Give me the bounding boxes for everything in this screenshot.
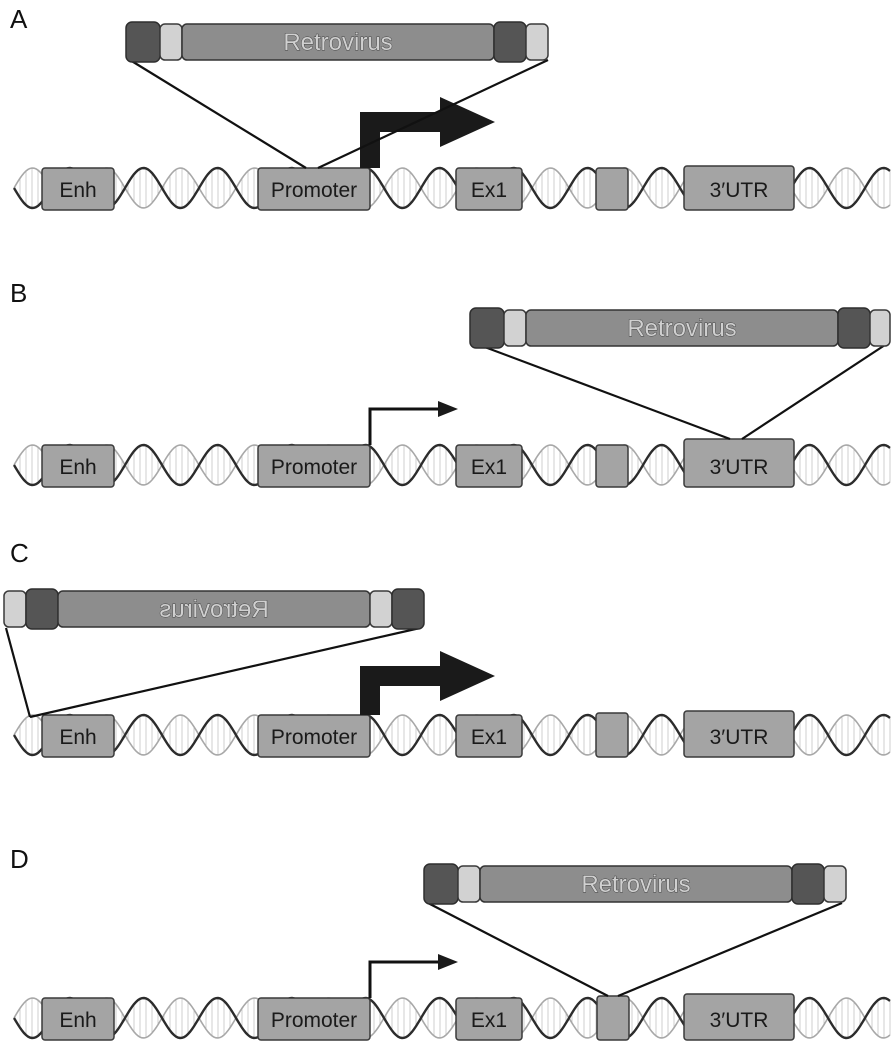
panel-a: A Enh Promoter Ex1 3′UTR	[10, 4, 891, 211]
panel-c: C Enh Promoter Ex1 3′UTR	[3, 538, 891, 758]
enhancer-label: Enh	[59, 179, 96, 202]
gene-promoter: Promoter	[257, 997, 371, 1041]
retrovirus-label: Retrovirus	[283, 29, 392, 56]
gene-utr: 3′UTR	[683, 710, 795, 758]
gene-utr: 3′UTR	[683, 165, 795, 211]
gene-enhancer: Enh	[41, 997, 115, 1041]
panel-d: D Enh Promoter Ex1 3′UTR	[10, 844, 891, 1041]
insertion-line	[129, 59, 307, 169]
enhancer-label: Enh	[59, 1009, 96, 1032]
transcription-arrow	[368, 954, 458, 998]
exon1-label: Ex1	[471, 179, 507, 202]
gene-exon2	[596, 995, 630, 1041]
retrovirus-label: Retrovirus	[581, 871, 690, 898]
transcription-arrow-strong	[360, 97, 495, 168]
insertion-line	[741, 342, 889, 440]
gene-exon1: Ex1	[455, 997, 523, 1041]
insertion-line	[29, 626, 421, 719]
utr-label: 3′UTR	[710, 179, 769, 202]
enhancer-label: Enh	[59, 726, 96, 749]
gene-enhancer: Enh	[41, 167, 115, 211]
insertion-line	[427, 902, 609, 997]
utr-label: 3′UTR	[710, 1009, 769, 1032]
gene-exon2	[595, 712, 629, 758]
provirus: Retrovirus	[423, 863, 847, 905]
gene-promoter: Promoter	[257, 167, 371, 211]
transcription-arrow	[368, 401, 458, 445]
gene-exon1: Ex1	[455, 167, 523, 211]
gene-utr: 3′UTR	[683, 993, 795, 1041]
gene-utr: 3′UTR	[683, 438, 795, 488]
panel-label: C	[10, 538, 29, 568]
insertion-line	[473, 341, 731, 441]
insertion-line	[4, 627, 32, 718]
promoter-label: Promoter	[271, 1009, 357, 1032]
gene-exon1: Ex1	[455, 444, 523, 488]
gene-exon2	[595, 167, 629, 211]
gene-exon1: Ex1	[455, 714, 523, 758]
insertion-line	[617, 901, 843, 998]
insertion-line	[317, 59, 549, 169]
exon1-label: Ex1	[471, 456, 507, 479]
gene-exon2	[595, 444, 629, 488]
panel-label: B	[10, 278, 27, 308]
retrovirus-label: Retrovirus	[627, 315, 736, 342]
panel-b: B Enh Promoter Ex1 3′UTR	[10, 278, 891, 488]
enhancer-label: Enh	[59, 456, 96, 479]
transcription-arrow-strong	[360, 651, 495, 715]
panel-label: D	[10, 844, 29, 874]
promoter-label: Promoter	[271, 456, 357, 479]
gene-promoter: Promoter	[257, 444, 371, 488]
retrovirus-label-mirrored: Retrovirus	[159, 596, 268, 623]
promoter-label: Promoter	[271, 726, 357, 749]
provirus: Retrovirus	[125, 21, 549, 63]
provirus: Retrovirus	[469, 307, 891, 349]
panel-label: A	[10, 4, 28, 34]
gene-enhancer: Enh	[41, 714, 115, 758]
gene-promoter: Promoter	[257, 714, 371, 758]
provirus-reversed: Retrovirus	[3, 588, 425, 630]
utr-label: 3′UTR	[710, 726, 769, 749]
exon1-label: Ex1	[471, 726, 507, 749]
promoter-label: Promoter	[271, 179, 357, 202]
exon1-label: Ex1	[471, 1009, 507, 1032]
gene-enhancer: Enh	[41, 444, 115, 488]
utr-label: 3′UTR	[710, 456, 769, 479]
